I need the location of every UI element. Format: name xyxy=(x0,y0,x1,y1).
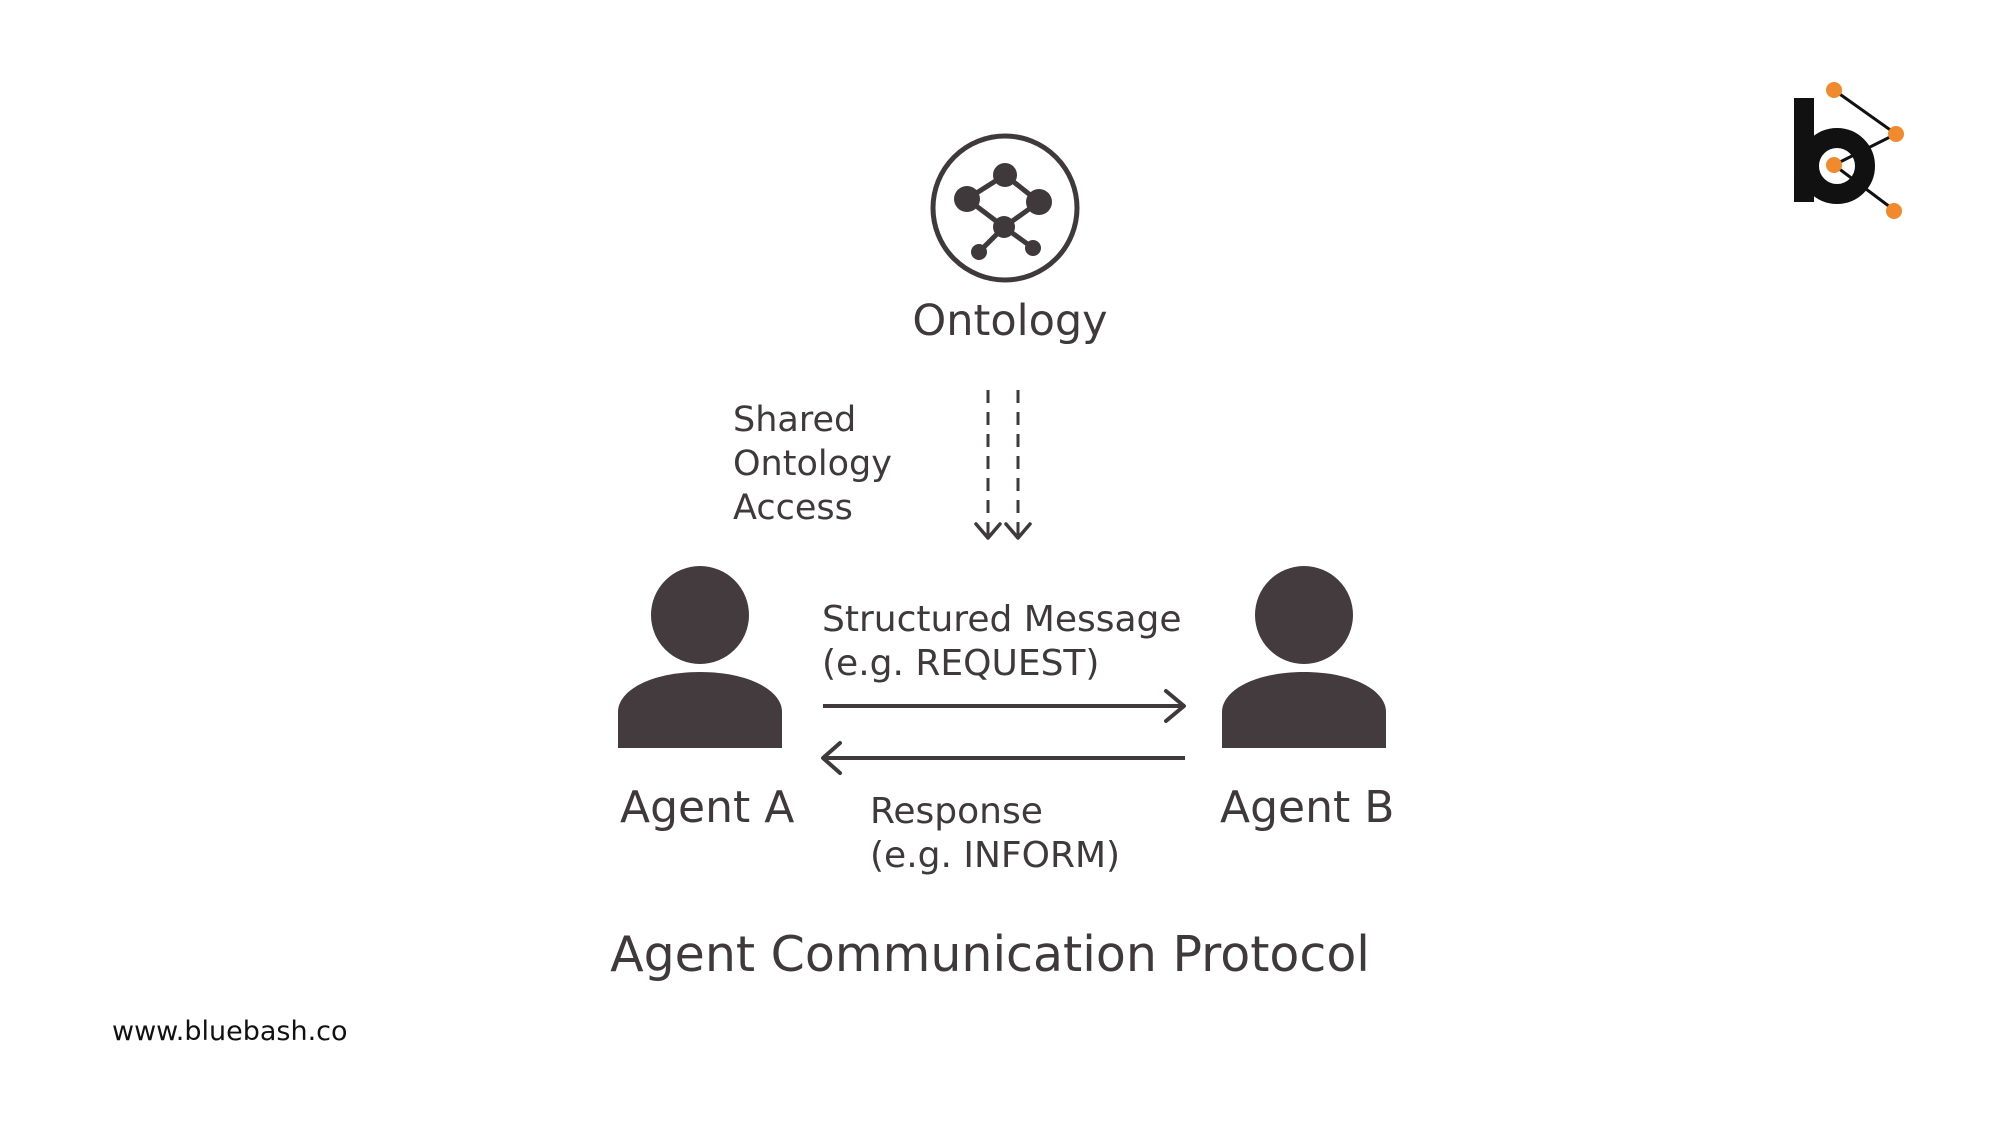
message-line: (e.g. REQUEST) xyxy=(822,643,1100,684)
agent-a-person-icon xyxy=(618,566,782,748)
structured-message-label: Structured Message (e.g. REQUEST) xyxy=(822,598,1182,686)
shared-access-arrows xyxy=(974,390,1032,540)
agent-a-label: Agent A xyxy=(620,782,795,833)
network-graph-icon xyxy=(930,133,1080,283)
agent-b-label: Agent B xyxy=(1220,782,1395,833)
website-link[interactable]: www.bluebash.co xyxy=(112,1016,348,1047)
message-line: Structured Message xyxy=(822,599,1182,640)
response-line: Response xyxy=(870,791,1043,832)
response-arrow xyxy=(821,741,1185,775)
response-line: (e.g. INFORM) xyxy=(870,835,1121,876)
shared-access-line: Ontology xyxy=(733,444,892,484)
agent-b-person-icon xyxy=(1222,566,1386,748)
ontology-title: Ontology xyxy=(912,296,1108,346)
response-label: Response (e.g. INFORM) xyxy=(870,790,1120,878)
shared-access-line: Access xyxy=(733,488,853,528)
shared-access-line: Shared xyxy=(733,400,857,440)
bluebash-logo-icon xyxy=(1794,82,1904,219)
shared-ontology-access-label: Shared Ontology Access xyxy=(733,398,892,530)
request-arrow xyxy=(823,689,1186,723)
diagram-title: Agent Communication Protocol xyxy=(610,926,1370,983)
